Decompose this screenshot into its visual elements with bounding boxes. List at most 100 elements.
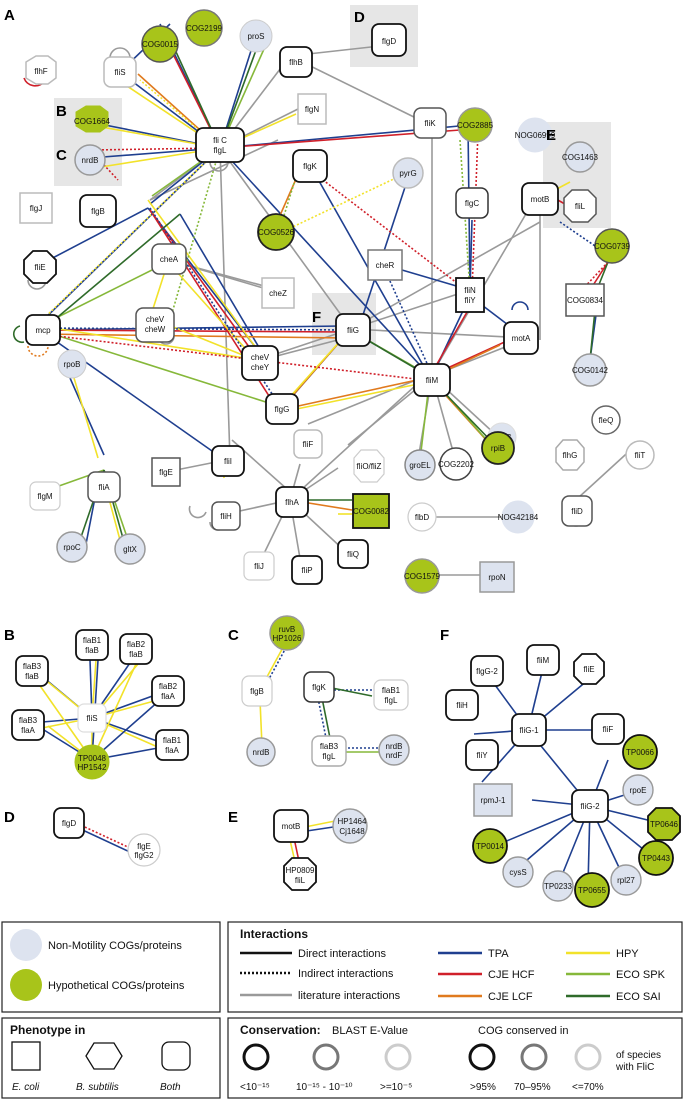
node-chev-line2: cheW xyxy=(145,325,166,334)
node-flhg: flhG xyxy=(563,451,578,460)
node-shape xyxy=(470,655,504,687)
node-cog0834: COG0834 xyxy=(567,296,604,305)
node-shape xyxy=(261,277,295,309)
node-shape xyxy=(297,93,327,125)
node-shape xyxy=(75,629,109,661)
panel-label-b-inline: B xyxy=(56,103,67,120)
node-cog0015: COG0015 xyxy=(142,40,179,49)
panel-e: E motB HP1464 Cj1648 HP0809 fliL xyxy=(228,808,368,891)
node-shape xyxy=(594,228,630,264)
b-node-flab1-flaa-l2: flaA xyxy=(165,746,179,755)
self-loop xyxy=(12,325,25,344)
panel-label-c-inline: C xyxy=(56,147,67,164)
node-shape xyxy=(526,644,560,676)
legend-cje-hcf-label: CJE HCF xyxy=(488,969,535,981)
node-flgn: flgN xyxy=(305,105,319,114)
legend-blast-label: BLAST E-Value xyxy=(332,1025,408,1037)
edge xyxy=(69,377,105,456)
b-node-flab2-flaa-l1: flaB2 xyxy=(159,682,178,691)
node-shape xyxy=(573,353,607,387)
node-flio: fliO/fliZ xyxy=(357,462,382,471)
node-shape xyxy=(211,501,241,531)
edge xyxy=(149,207,285,413)
b-node-flab2-flab-l1: flaB2 xyxy=(127,640,146,649)
node-shape xyxy=(503,321,539,355)
node-shape xyxy=(622,774,654,806)
node-flgg: flgG xyxy=(275,405,290,414)
b-node-flab3-flaa-l1: flaB3 xyxy=(19,716,38,725)
f-node-rpl27: rpl27 xyxy=(617,876,635,885)
node-shape xyxy=(610,864,642,896)
panel-label-f-inline: F xyxy=(312,309,321,326)
node-fill: fliL xyxy=(575,202,586,211)
legend-species-line1: of species xyxy=(616,1050,661,1061)
node-shape xyxy=(29,481,61,511)
f-node-flim: fliM xyxy=(537,656,550,665)
node-shape xyxy=(25,55,57,85)
node-mcp: mcp xyxy=(35,326,51,335)
f-node-flig1: fliG-1 xyxy=(519,726,539,735)
e-node-hp0809-l2: fliL xyxy=(295,876,306,885)
edge xyxy=(219,147,231,461)
node-shape xyxy=(555,439,585,471)
edge xyxy=(279,377,427,411)
edge xyxy=(39,261,169,327)
node-shape xyxy=(77,703,107,733)
node-shape xyxy=(591,405,621,435)
node-shape xyxy=(373,679,409,711)
b-node-tp-l1: TP0048 xyxy=(78,754,107,763)
node-cher: cheR xyxy=(376,261,395,270)
node-flid: fliD xyxy=(571,507,583,516)
self-loop xyxy=(511,301,529,311)
edge xyxy=(307,375,427,425)
b-node-flab1-flab-l1: flaB1 xyxy=(83,636,102,645)
node-shape xyxy=(74,744,110,780)
node-shape xyxy=(542,870,574,902)
node-gltx: gltX xyxy=(123,545,137,554)
node-flit: fliT xyxy=(635,451,646,460)
e-node-hp1464-l2: Cj1648 xyxy=(339,827,365,836)
self-loop xyxy=(109,47,131,59)
legend-eco-sai-label: ECO SAI xyxy=(616,991,661,1003)
node-flhf: flhF xyxy=(34,67,47,76)
node-flin-line1: fliN xyxy=(464,286,476,295)
legend-bsubtilis-label: B. subtilis xyxy=(76,1082,119,1093)
node-flii: fliI xyxy=(224,457,232,466)
node-shape xyxy=(457,107,493,143)
node-shape xyxy=(625,440,655,470)
node-cog1664: COG1664 xyxy=(74,117,111,126)
edge xyxy=(289,374,428,501)
node-shape xyxy=(273,809,309,843)
node-pyrg: pyrG xyxy=(399,169,416,178)
b-node-flab1-flaa-l1: flaB1 xyxy=(163,736,182,745)
node-flig: fliG xyxy=(347,326,359,335)
node-rpib: rpiB xyxy=(491,444,505,453)
panel-d: D flgD flgE flgG2 xyxy=(4,807,161,867)
node-shape xyxy=(455,277,485,313)
c-node-flgk: flgK xyxy=(312,683,326,692)
node-cog0082: COG0082 xyxy=(353,507,390,516)
legend-ecoli-label: E. coli xyxy=(12,1082,40,1093)
node-cog1463: COG1463 xyxy=(562,153,599,162)
edge xyxy=(39,329,223,459)
f-node-fliy: fliY xyxy=(476,751,488,760)
node-shape xyxy=(564,141,596,173)
edge xyxy=(35,329,351,333)
f-node-flif: fliF xyxy=(603,725,614,734)
node-flgj: flgJ xyxy=(30,204,42,213)
edge xyxy=(35,679,93,761)
legend-literature-label: literature interactions xyxy=(298,990,401,1002)
node-flij: fliJ xyxy=(254,562,264,571)
node-shape xyxy=(502,856,534,888)
node-flhb: flhB xyxy=(289,58,303,67)
c-node-ruvb-l1: ruvB xyxy=(279,625,295,634)
edge xyxy=(91,663,137,761)
node-pros: proS xyxy=(248,32,265,41)
node-shape xyxy=(445,689,479,721)
node-shape xyxy=(332,808,368,844)
legend-eco-spk-label: ECO SPK xyxy=(616,969,666,981)
d-node-flge-l1: flgE xyxy=(137,842,151,851)
node-shape xyxy=(622,734,658,770)
node-cog2199: COG2199 xyxy=(186,24,223,33)
node-shape xyxy=(19,192,53,224)
